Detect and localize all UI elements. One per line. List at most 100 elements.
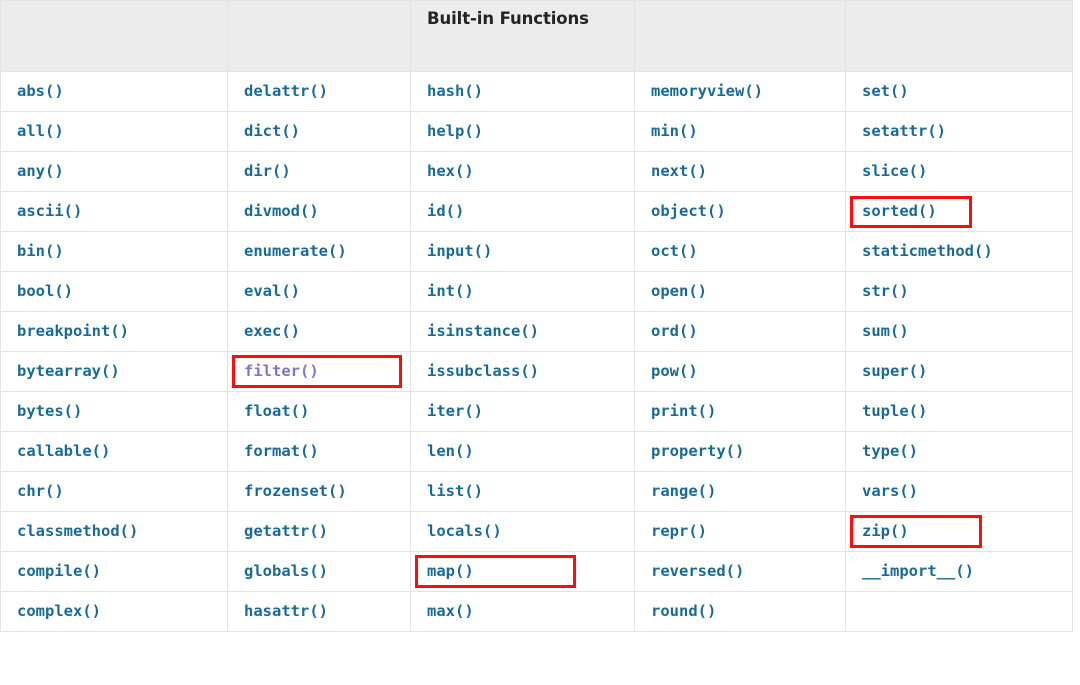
- function-link[interactable]: bool(): [17, 281, 73, 300]
- function-link[interactable]: str(): [862, 281, 909, 300]
- function-link[interactable]: slice(): [862, 161, 928, 180]
- table-cell: repr(): [634, 511, 846, 552]
- function-link[interactable]: filter(): [244, 361, 319, 380]
- function-link[interactable]: set(): [862, 81, 909, 100]
- table-cell: hex(): [410, 151, 635, 192]
- function-link[interactable]: tuple(): [862, 401, 928, 420]
- table-cell: next(): [634, 151, 846, 192]
- function-link[interactable]: bytes(): [17, 401, 83, 420]
- function-link[interactable]: list(): [427, 481, 483, 500]
- function-link[interactable]: type(): [862, 441, 918, 460]
- function-link[interactable]: divmod(): [244, 201, 319, 220]
- function-link[interactable]: open(): [651, 281, 707, 300]
- function-link[interactable]: repr(): [651, 521, 707, 540]
- table-cell: bool(): [0, 271, 228, 312]
- function-link[interactable]: hasattr(): [244, 601, 328, 620]
- function-link[interactable]: dict(): [244, 121, 300, 140]
- table-row: compile() globals() map() reversed() __impor…: [0, 551, 1073, 592]
- function-link[interactable]: setattr(): [862, 121, 946, 140]
- function-link[interactable]: bytearray(): [17, 361, 120, 380]
- table-cell: max(): [410, 591, 635, 632]
- table-cell: complex(): [0, 591, 228, 632]
- function-link[interactable]: print(): [651, 401, 717, 420]
- column-header-5: [845, 0, 1073, 72]
- function-link[interactable]: float(): [244, 401, 310, 420]
- function-link[interactable]: input(): [427, 241, 493, 260]
- table-cell: list(): [410, 471, 635, 512]
- table-cell: tuple(): [845, 391, 1073, 432]
- function-link[interactable]: len(): [427, 441, 474, 460]
- table-cell: round(): [634, 591, 846, 632]
- table-cell: slice(): [845, 151, 1073, 192]
- function-link[interactable]: vars(): [862, 481, 918, 500]
- table-header-row: Built-in Functions: [0, 0, 1073, 72]
- function-link[interactable]: object(): [651, 201, 726, 220]
- function-link[interactable]: classmethod(): [17, 521, 139, 540]
- function-link[interactable]: breakpoint(): [17, 321, 129, 340]
- function-link[interactable]: property(): [651, 441, 745, 460]
- function-link[interactable]: delattr(): [244, 81, 328, 100]
- function-link[interactable]: dir(): [244, 161, 291, 180]
- function-link[interactable]: locals(): [427, 521, 502, 540]
- function-link[interactable]: chr(): [17, 481, 64, 500]
- function-link[interactable]: ascii(): [17, 201, 83, 220]
- function-link[interactable]: __import__(): [862, 561, 974, 580]
- table-cell: compile(): [0, 551, 228, 592]
- function-link[interactable]: all(): [17, 121, 64, 140]
- function-link[interactable]: frozenset(): [244, 481, 347, 500]
- function-link[interactable]: min(): [651, 121, 698, 140]
- table-row: ascii() divmod() id() object() sorted(): [0, 191, 1073, 232]
- function-link[interactable]: super(): [862, 361, 928, 380]
- table-row: abs() delattr() hash() memoryview() set(): [0, 71, 1073, 112]
- table-cell: open(): [634, 271, 846, 312]
- table-cell: min(): [634, 111, 846, 152]
- table-cell: dir(): [227, 151, 411, 192]
- table-cell: breakpoint(): [0, 311, 228, 352]
- function-link[interactable]: hex(): [427, 161, 474, 180]
- table-cell: oct(): [634, 231, 846, 272]
- function-link[interactable]: pow(): [651, 361, 698, 380]
- function-link[interactable]: issubclass(): [427, 361, 539, 380]
- function-link[interactable]: round(): [651, 601, 717, 620]
- function-link[interactable]: iter(): [427, 401, 483, 420]
- function-link[interactable]: getattr(): [244, 521, 328, 540]
- function-link[interactable]: ord(): [651, 321, 698, 340]
- function-link[interactable]: sorted(): [862, 201, 937, 220]
- function-link[interactable]: complex(): [17, 601, 101, 620]
- function-link[interactable]: any(): [17, 161, 64, 180]
- function-link[interactable]: exec(): [244, 321, 300, 340]
- function-link[interactable]: isinstance(): [427, 321, 539, 340]
- function-link[interactable]: sum(): [862, 321, 909, 340]
- table-cell: all(): [0, 111, 228, 152]
- highlighted-table-cell: sorted(): [845, 191, 1073, 232]
- table-cell: locals(): [410, 511, 635, 552]
- function-link[interactable]: id(): [427, 201, 465, 220]
- table-cell: ascii(): [0, 191, 228, 232]
- function-link[interactable]: help(): [427, 121, 483, 140]
- function-link[interactable]: max(): [427, 601, 474, 620]
- function-link[interactable]: staticmethod(): [862, 241, 993, 260]
- function-link[interactable]: next(): [651, 161, 707, 180]
- function-link[interactable]: int(): [427, 281, 474, 300]
- function-link[interactable]: zip(): [862, 521, 909, 540]
- function-link[interactable]: abs(): [17, 81, 64, 100]
- function-link[interactable]: hash(): [427, 81, 483, 100]
- builtin-functions-table: Built-in Functions abs() delattr() hash() m…: [0, 0, 1073, 632]
- function-link[interactable]: bin(): [17, 241, 64, 260]
- function-link[interactable]: oct(): [651, 241, 698, 260]
- table-row: bin() enumerate() input() oct() staticmethod…: [0, 231, 1073, 272]
- table-cell: enumerate(): [227, 231, 411, 272]
- function-link[interactable]: memoryview(): [651, 81, 763, 100]
- function-link[interactable]: enumerate(): [244, 241, 347, 260]
- table-cell: delattr(): [227, 71, 411, 112]
- function-link[interactable]: eval(): [244, 281, 300, 300]
- table-cell: str(): [845, 271, 1073, 312]
- function-link[interactable]: callable(): [17, 441, 111, 460]
- function-link[interactable]: range(): [651, 481, 717, 500]
- table-cell: eval(): [227, 271, 411, 312]
- function-link[interactable]: compile(): [17, 561, 101, 580]
- function-link[interactable]: globals(): [244, 561, 328, 580]
- function-link[interactable]: map(): [427, 561, 474, 580]
- function-link[interactable]: format(): [244, 441, 319, 460]
- function-link[interactable]: reversed(): [651, 561, 745, 580]
